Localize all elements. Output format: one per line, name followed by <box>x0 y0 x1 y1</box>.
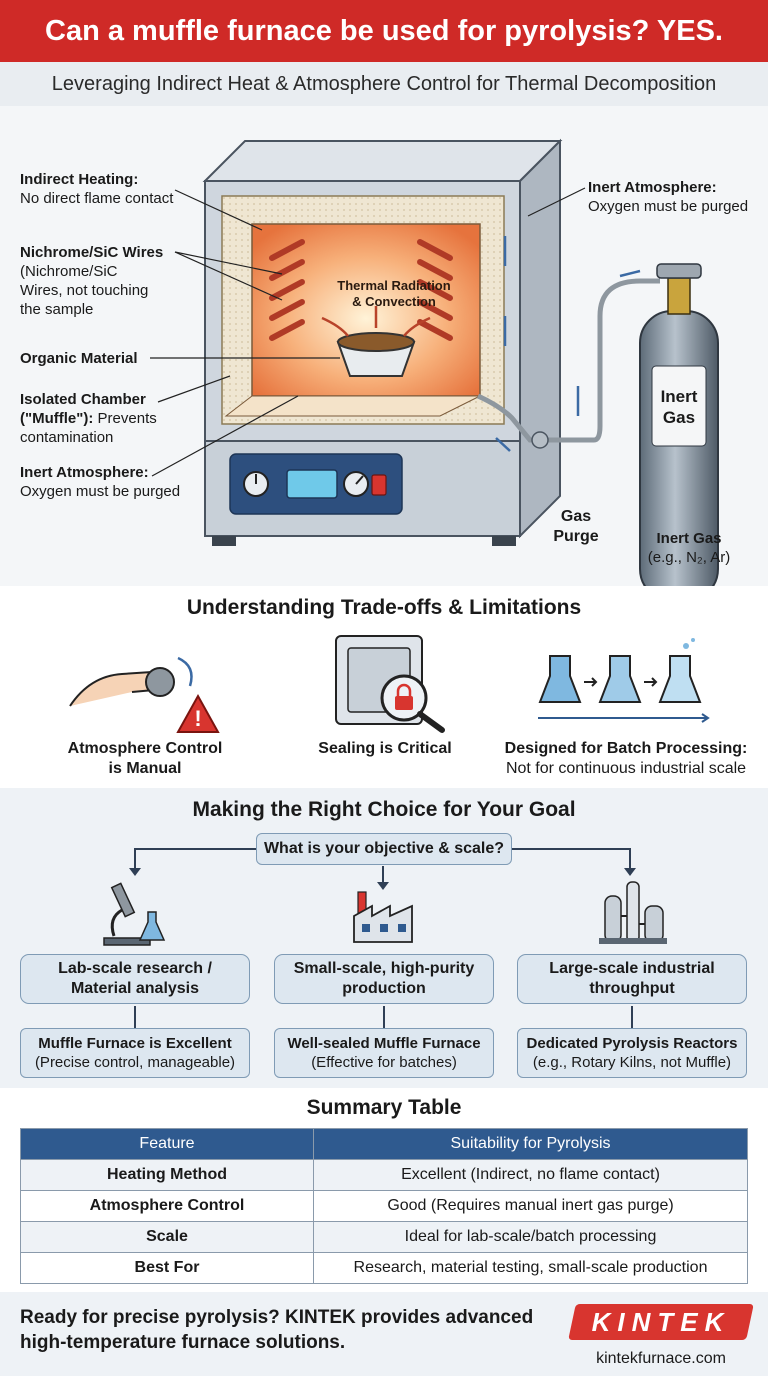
label-inert-gas: Inert Gas(e.g., N₂, Ar) <box>647 530 731 566</box>
furnace-diagram <box>0 106 768 586</box>
result-lab-scale: Muffle Furnace is Excellent(Precise cont… <box>20 1028 250 1078</box>
page-subtitle: Leveraging Indirect Heat & Atmosphere Co… <box>0 62 768 106</box>
table-cell-feature: Heating Method <box>20 1159 314 1191</box>
furnace-body <box>202 138 563 546</box>
crucible-icon <box>336 332 416 377</box>
table-cell-value: Good (Requires manual inert gas purge) <box>313 1190 748 1222</box>
summary-title: Summary Table <box>306 1096 462 1119</box>
label-inert-atmosphere-right: Inert Atmosphere:Oxygen must be purged <box>588 179 749 215</box>
table-row: Scale Ideal for lab-scale/batch processi… <box>20 1221 748 1253</box>
table-header-feature: Feature <box>20 1128 314 1160</box>
label-heating-wires: Nichrome/SiC Wires (Nichrome/SiC Wires, … <box>20 244 164 318</box>
table-row: Atmosphere Control Good (Requires manual… <box>20 1190 748 1222</box>
choice-flow-lines <box>129 848 636 1028</box>
table-cell-feature: Best For <box>20 1252 314 1284</box>
radiation-arrows-icon <box>321 306 431 337</box>
label-organic-material: Organic Material <box>20 350 138 367</box>
summary-table: Feature Suitability for Pyrolysis Heatin… <box>20 1128 748 1284</box>
goal-lab-scale: Lab-scale research /Material analysis <box>20 954 250 1004</box>
label-isolated-chamber: Isolated Chamber ("Muffle"): Prevents co… <box>20 391 157 446</box>
table-header-suitability: Suitability for Pyrolysis <box>313 1128 748 1160</box>
gas-line <box>476 278 660 443</box>
result-large-scale: Dedicated Pyrolysis Reactors(e.g., Rotar… <box>517 1028 747 1078</box>
table-cell-value: Research, material testing, small-scale … <box>313 1252 748 1284</box>
tradeoffs-title: Understanding Trade-offs & Limitations <box>186 596 582 619</box>
flask-batch-icon <box>538 638 710 723</box>
table-header-row: Feature Suitability for Pyrolysis <box>20 1128 748 1160</box>
logo-text: KINTEK <box>591 1307 731 1337</box>
tradeoff-batch-processing: Designed for Batch Processing:Not for co… <box>504 740 748 777</box>
hand-knob-warning-icon: ! <box>69 656 220 733</box>
refinery-icon <box>599 881 667 944</box>
label-thermal-radiation: Thermal Radiation& Convection <box>337 278 451 309</box>
table-cell-feature: Scale <box>20 1221 314 1253</box>
flow-arrows-icon <box>495 236 641 452</box>
microscope-icon <box>103 882 166 946</box>
table-row: Heating Method Excellent (Indirect, no f… <box>20 1159 748 1191</box>
table-cell-feature: Atmosphere Control <box>20 1190 314 1222</box>
objective-question: What is your objective & scale? <box>256 833 512 865</box>
choice-title: Making the Right Choice for Your Goal <box>192 798 576 821</box>
table-row: Best For Research, material testing, sma… <box>20 1252 748 1284</box>
sealed-door-lock-icon <box>335 635 445 733</box>
svg-text:!: ! <box>194 706 201 731</box>
label-inert-atmosphere-left: Inert Atmosphere:Oxygen must be purged <box>20 464 181 500</box>
label-indirect-heating: Indirect Heating:No direct flame contact <box>20 171 174 207</box>
power-switch-icon <box>371 474 387 496</box>
table-cell-value: Excellent (Indirect, no flame contact) <box>313 1159 748 1191</box>
display-screen <box>286 469 338 499</box>
factory-icon <box>353 891 413 943</box>
leader-lines <box>150 187 586 477</box>
gas-cylinder-icon <box>639 263 719 586</box>
website-link[interactable]: kintekfurnace.com <box>596 1350 726 1367</box>
tradeoff-sealing-critical: Sealing is Critical <box>318 740 452 757</box>
footer-cta: Ready for precise pyrolysis? KINTEK prov… <box>20 1307 534 1353</box>
page-title: Can a muffle furnace be used for pyrolys… <box>0 0 768 62</box>
kintek-logo[interactable]: KINTEK <box>568 1304 754 1340</box>
table-cell-value: Ideal for lab-scale/batch processing <box>313 1221 748 1253</box>
result-small-scale: Well-sealed Muffle Furnace(Effective for… <box>274 1028 494 1078</box>
heating-wires-icon <box>269 239 453 341</box>
